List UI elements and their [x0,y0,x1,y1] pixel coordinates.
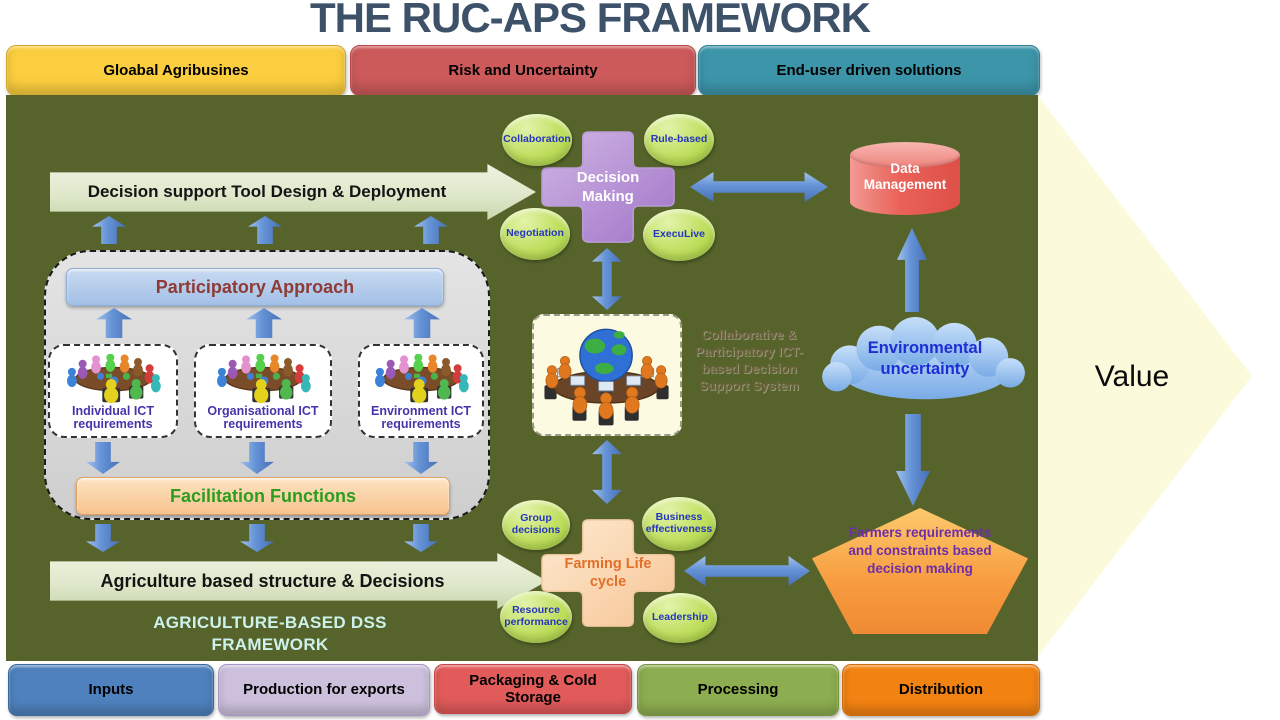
decision-making-label: Decision Making [576,169,640,205]
satellite-executive: ExecuLive [643,209,715,261]
banner-agriculture-structure-label: Agriculture based structure & Decisions [100,570,445,591]
satellite-leadership: Leadership [643,593,717,643]
ict-box-environment: Environment ICT requirements [358,344,484,438]
banner-decision-support-tool-label: Decision support Tool Design & Deploymen… [87,182,447,201]
bottom-bar-distribution: Distribution [842,664,1040,716]
participatory-approach-banner: Participatory Approach [66,268,444,306]
banner-agriculture-structure: Agriculture based structure & Decisions [50,553,547,609]
satellite-business-effectiveness: Business effectiveness [642,497,716,551]
collaborative-dss-image [532,314,682,436]
environmental-uncertainty-label: Environmental uncertainty [867,339,983,379]
satellite-group-decisions: Group decisions [502,500,570,550]
data-management-label: Data Management [863,160,947,192]
round-table-meeting-icon [365,354,477,404]
bottom-bar-processing: Processing [637,664,839,716]
bottom-bar-packaging: Packaging & Cold Storage [434,664,632,714]
bottom-bar-production: Production for exports [218,664,430,716]
farming-life-cycle-cross-shape [541,519,675,627]
page-title: THE RUC-APS FRAMEWORK [310,0,871,41]
ict-box-individual-label: Individual ICT requirements [72,403,154,432]
satellite-negotiation: Negotiation [500,208,570,260]
banner-decision-support-tool: Decision support Tool Design & Deploymen… [50,164,536,220]
satellite-resource-performance: Resource performance [500,591,572,643]
facilitation-functions-banner: Facilitation Functions [76,477,450,515]
bottom-bar-inputs: Inputs [8,664,214,716]
top-bar-end-user-solutions: End-user driven solutions [698,45,1040,96]
decision-making-cross-shape [541,131,675,243]
ict-box-organisational-label: Organisational ICT requirements [207,403,319,432]
top-bar-risk-uncertainty: Risk and Uncertainty [350,45,696,96]
farmers-requirements-label: Farmers requirements and constraints bas… [848,525,992,576]
satellite-rule-based: Rule-based [644,114,714,166]
globe-meeting-icon [537,319,677,431]
agriculture-dss-framework-caption: AGRICULTURE-BASED DSS FRAMEWORK [153,613,387,655]
round-table-meeting-icon [207,354,319,404]
top-bar-global-agribusiness: Gloabal Agribusines [6,45,346,96]
value-label: Value [1094,360,1170,393]
ict-box-organisational: Organisational ICT requirements [194,344,332,438]
farming-life-cycle-label: Farming Life cycle [564,555,652,590]
environmental-uncertainty-cloud [822,316,1025,400]
ict-box-environment-label: Environment ICT requirements [370,403,471,432]
dss-caption: Collaborative & Participatory ICT-based … [695,327,803,394]
satellite-collaboration: Collaboration [502,114,572,166]
data-management-cylinder [850,142,960,215]
round-table-meeting-icon [57,354,169,404]
ict-box-individual: Individual ICT requirements [48,344,178,438]
